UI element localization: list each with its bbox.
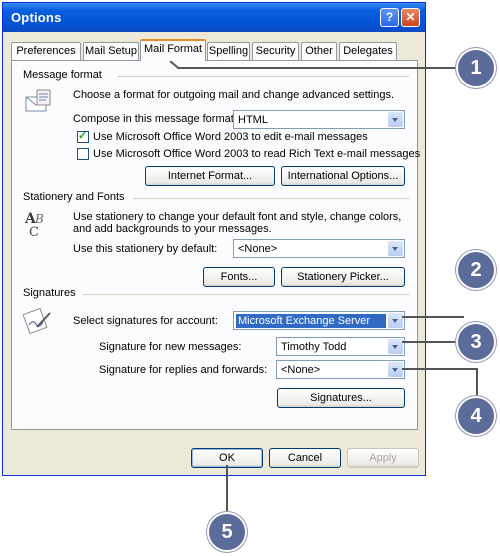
font-style-icon: A B C xyxy=(23,209,53,240)
signature-account-select[interactable]: Microsoft Exchange Server xyxy=(233,311,405,330)
fonts-button[interactable]: Fonts... xyxy=(203,267,275,287)
reply-signature-value: <None> xyxy=(281,364,321,376)
default-stationery-label: Use this stationery by default: xyxy=(73,243,218,255)
stationery-description-line1: Use stationery to change your default fo… xyxy=(73,211,402,223)
tab-mail-setup[interactable]: Mail Setup xyxy=(83,42,139,60)
callout-2: 2 xyxy=(456,250,496,290)
message-format-description: Choose a format for outgoing mail and ch… xyxy=(73,89,395,101)
svg-text:B: B xyxy=(34,212,44,226)
message-format-label: Message format xyxy=(23,69,102,81)
new-message-signature-label: Signature for new messages: xyxy=(99,341,242,353)
tab-delegates[interactable]: Delegates xyxy=(339,42,397,60)
stationery-description-line2: and add backgrounds to your messages. xyxy=(73,223,272,235)
tab-mail-format[interactable]: Mail Format xyxy=(140,39,206,61)
stationery-fonts-label: Stationery and Fonts xyxy=(23,191,125,203)
signature-account-label: Select signatures for account: xyxy=(73,315,218,327)
reply-signature-label: Signature for replies and forwards: xyxy=(99,364,268,376)
help-icon[interactable]: ? xyxy=(380,8,399,27)
chevron-down-icon[interactable] xyxy=(388,241,403,256)
international-options-button[interactable]: International Options... xyxy=(281,166,405,186)
reply-signature-select[interactable]: <None> xyxy=(276,360,405,379)
mail-format-icon xyxy=(23,87,53,117)
signatures-button[interactable]: Signatures... xyxy=(277,388,405,408)
close-icon[interactable]: ✕ xyxy=(401,8,420,27)
separator xyxy=(83,294,409,295)
callout-3: 3 xyxy=(456,322,496,362)
edit-with-word-checkbox[interactable]: ✓ xyxy=(77,130,89,143)
edit-with-word-label: Use Microsoft Office Word 2003 to edit e… xyxy=(93,131,368,143)
chevron-down-icon[interactable] xyxy=(388,313,403,328)
chevron-down-icon[interactable] xyxy=(388,362,403,377)
options-dialog: Options ? ✕ Preferences Mail Setup Mail … xyxy=(2,2,426,476)
tab-preferences[interactable]: Preferences xyxy=(11,42,81,60)
checkmark-icon: ✓ xyxy=(78,130,88,142)
separator xyxy=(133,198,409,199)
compose-format-select[interactable]: HTML xyxy=(233,110,405,129)
cancel-button[interactable]: Cancel xyxy=(269,448,341,468)
tab-other[interactable]: Other xyxy=(301,42,337,60)
internet-format-button[interactable]: Internet Format... xyxy=(145,166,275,186)
compose-format-value: HTML xyxy=(238,114,268,126)
new-message-signature-value: Timothy Todd xyxy=(281,341,347,353)
callout-connector xyxy=(178,67,460,69)
separator xyxy=(117,76,409,77)
new-message-signature-select[interactable]: Timothy Todd xyxy=(276,337,405,356)
callout-connector xyxy=(476,368,478,398)
apply-button[interactable]: Apply xyxy=(347,448,419,468)
callout-5: 5 xyxy=(207,512,247,552)
default-stationery-select[interactable]: <None> xyxy=(233,239,405,258)
tab-spelling[interactable]: Spelling xyxy=(207,42,250,60)
default-stationery-value: <None> xyxy=(238,243,278,255)
signatures-label: Signatures xyxy=(23,287,76,299)
callout-connector xyxy=(402,368,476,370)
signature-pen-icon xyxy=(22,305,53,335)
chevron-down-icon[interactable] xyxy=(388,112,403,127)
tab-security[interactable]: Security xyxy=(252,42,299,60)
callout-connector xyxy=(226,465,228,513)
signature-account-value: Microsoft Exchange Server xyxy=(236,314,386,328)
stationery-picker-button[interactable]: Stationery Picker... xyxy=(281,267,405,287)
callout-connector xyxy=(402,341,464,343)
svg-text:A: A xyxy=(24,211,37,227)
chevron-down-icon[interactable] xyxy=(388,339,403,354)
read-with-word-checkbox[interactable] xyxy=(77,148,89,160)
compose-format-label: Compose in this message format: xyxy=(73,113,237,125)
window-title: Options xyxy=(11,10,62,25)
title-bar[interactable]: Options ? ✕ xyxy=(3,3,425,32)
callout-connector xyxy=(402,316,464,318)
callout-1: 1 xyxy=(456,48,496,88)
read-with-word-label: Use Microsoft Office Word 2003 to read R… xyxy=(93,148,421,160)
callout-4: 4 xyxy=(456,396,496,436)
svg-text:C: C xyxy=(29,225,39,239)
